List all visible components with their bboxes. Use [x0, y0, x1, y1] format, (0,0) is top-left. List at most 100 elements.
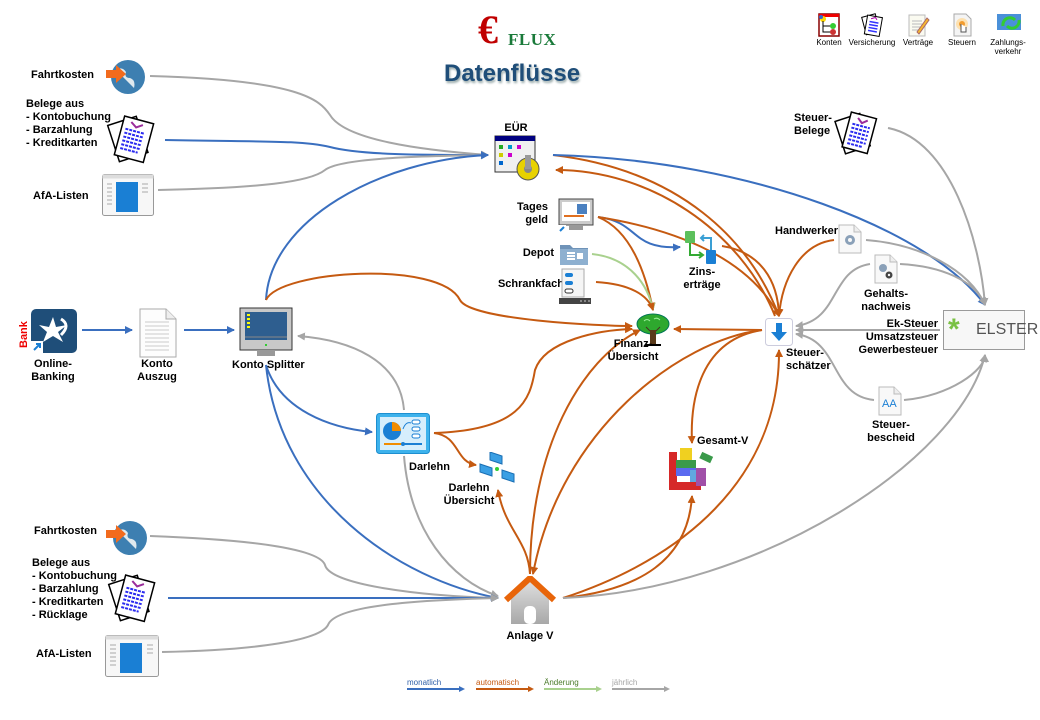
steuer-belege-node[interactable] [832, 110, 884, 158]
legend-arrow-automatic [476, 686, 534, 692]
edge-gehaltsnachweis-to-steuerschaetzer [795, 263, 871, 330]
toolbar-vertraege-button[interactable]: Verträge [898, 12, 938, 60]
building-blocks-icon [669, 448, 714, 490]
logo-text: FLUX [508, 30, 557, 49]
darlehn-node[interactable] [376, 413, 430, 454]
page-title: Datenflüsse [444, 60, 581, 87]
edge-steuer_belege-to-elster [887, 127, 989, 306]
edge-gehaltsnachweis-to-elster [899, 263, 987, 306]
zinsertraege-node[interactable] [684, 230, 718, 266]
edge-tagesgeld-to-finanz_uebersicht [597, 216, 656, 311]
afa-top-label: AfA-Listen [33, 190, 89, 202]
legend-label: Änderung [544, 678, 579, 687]
darlehn-label: Darlehn [409, 461, 450, 473]
steuerbescheid-node[interactable]: AA [878, 386, 902, 416]
online-banking-label: Online- Banking [31, 358, 75, 383]
euer-node[interactable] [494, 135, 546, 183]
anlage-v-node[interactable] [503, 575, 557, 626]
afa-top-node[interactable] [102, 174, 154, 216]
edge-anlage_v-to-gesamt_v [562, 495, 696, 599]
edge-konto_splitter-to-euer [265, 151, 489, 301]
handwerker-node[interactable] [838, 224, 862, 254]
steuerbescheid-label: Steuer- bescheid [867, 419, 915, 444]
toolbar-label: Versicherung [848, 38, 896, 47]
elster-node[interactable]: * ELSTER [943, 310, 1038, 350]
bank-star-icon [31, 309, 77, 353]
folder-icon [560, 245, 588, 265]
legend-label: automatisch [476, 678, 520, 687]
legend-item-automatic: automatisch [476, 678, 536, 692]
toolbar-label: Zahlungs- verkehr [990, 38, 1026, 56]
server-toggle-icon [559, 268, 591, 304]
legend-arrow-monthly [407, 686, 465, 692]
steuerschaetzer-label: Steuer- schätzer [786, 347, 831, 372]
depot-label: Depot [522, 247, 554, 259]
globe-arrow-icon [106, 60, 145, 94]
edge-darlehn-to-finanz_uebersicht [433, 325, 633, 434]
bank-badge: Bank [18, 321, 30, 348]
edge-darlehn-to-anlage_v [403, 455, 499, 598]
toolbar-steuern-button[interactable]: Steuern [942, 12, 982, 60]
fahrtkosten-bottom-node[interactable] [104, 516, 148, 558]
euer-label: EÜR [504, 122, 528, 134]
house-icon [503, 575, 557, 624]
gear-document-icon [838, 224, 862, 254]
konto-auszug-node[interactable] [137, 308, 179, 358]
gesamt-v-node[interactable] [668, 446, 718, 492]
edge-konto_splitter-to-anlage_v [265, 364, 499, 601]
toolbar-konten-button[interactable]: Konten [812, 12, 846, 60]
edge-darlehn-to-konto_splitter [297, 332, 405, 411]
list-window-icon [105, 635, 159, 677]
edge-steuerbescheid-to-elster [903, 354, 989, 401]
depot-node[interactable] [559, 242, 589, 266]
network-screens-icon [479, 451, 515, 483]
edge-anlage_v-to-elster [562, 354, 988, 599]
pie-dashboard-icon [376, 413, 430, 454]
afa-bottom-label: AfA-Listen [36, 648, 92, 660]
finanz-uebersicht-label: Finanz- Übersicht [607, 338, 659, 363]
elster-taxes-label: Ek-Steuer Umsatzsteuer Gewerbesteuer [858, 318, 938, 356]
steuerschaetzer-node[interactable] [765, 318, 793, 346]
documents-stack-icon [859, 12, 885, 38]
konto-splitter-node[interactable] [239, 307, 294, 361]
gehaltsnachweis-node[interactable] [874, 254, 898, 284]
belege-bottom-label: Belege aus - Kontobuchung - Barzahlung -… [32, 557, 117, 621]
edge-darlehn-to-darlehn_uebersicht [433, 432, 477, 468]
tagesgeld-node[interactable] [558, 198, 594, 234]
darlehn-uebersicht-node[interactable] [478, 451, 518, 484]
contract-pencil-icon [905, 12, 931, 38]
afa-bottom-node[interactable] [105, 635, 159, 677]
edge-anlage_v-to-finanz_uebersicht [529, 329, 641, 575]
edge-steuerschaetzer-to-anlage_v [530, 329, 763, 575]
toolbar-label: Verträge [902, 38, 934, 47]
online-banking-node[interactable] [29, 309, 77, 355]
list-window-icon [102, 174, 154, 216]
edge-euer-to-elster [552, 154, 986, 306]
window-gear-icon [494, 135, 540, 181]
fahrtkosten-top-node[interactable] [104, 56, 146, 96]
anlage-v-label: Anlage V [506, 630, 554, 642]
receipts-icon [834, 111, 878, 155]
svg-text:AA: AA [882, 398, 897, 410]
font-document-icon: AA [878, 386, 902, 416]
steuer-belege-label: Steuer- Belege [794, 112, 832, 137]
edge-fahrtkosten_bottom-to-anlage_v [149, 535, 499, 602]
legend-item-change: Änderung [544, 678, 604, 692]
toolbar-versicherung-button[interactable]: Versicherung [846, 12, 898, 60]
edge-konto_splitter-to-darlehn [265, 364, 373, 436]
edge-tagesgeld-to-zinsertraege [597, 216, 681, 252]
belege-top-node[interactable] [103, 113, 161, 165]
finanz-uebersicht-node[interactable] [636, 313, 670, 347]
eflux-logo: € FLUX [478, 7, 578, 52]
logo-euro-symbol: € [478, 7, 498, 52]
legend-label: monatlich [407, 678, 442, 687]
tree-icon [636, 313, 670, 346]
elster-star-icon: * [948, 313, 960, 346]
legend-item-yearly: jährlich [612, 678, 672, 692]
fahrtkosten-top-label: Fahrtkosten [31, 69, 94, 81]
edge-afa_bottom-to-anlage_v [161, 594, 499, 653]
toolbar-zahlungsverkehr-button[interactable]: Zahlungs- verkehr [986, 12, 1030, 60]
belege-bottom-node[interactable] [104, 572, 162, 626]
schrankfach-node[interactable] [558, 268, 592, 306]
darlehn-uebersicht-label: Darlehn Übersicht [443, 482, 495, 507]
